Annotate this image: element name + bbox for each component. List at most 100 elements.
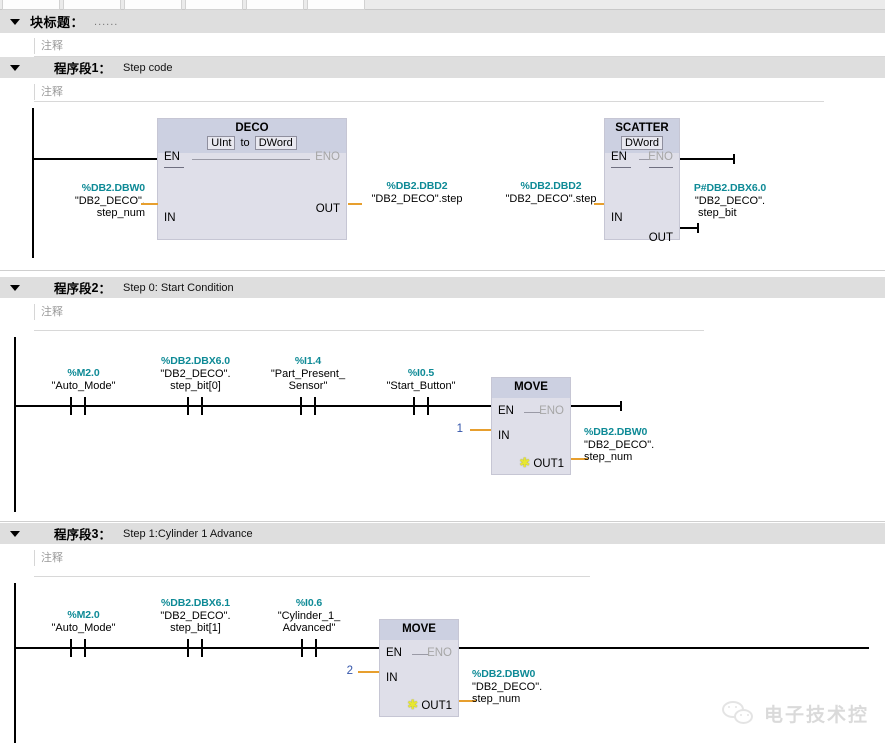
toolbar-button[interactable]: [246, 0, 304, 10]
move-out-name-2: step_num: [472, 693, 521, 705]
move-pin-in[interactable]: IN: [386, 672, 398, 684]
toolbar-button[interactable]: [307, 0, 365, 10]
block-comment-row[interactable]: 注释: [0, 34, 885, 58]
scatter-pin-eno[interactable]: ENO: [648, 151, 673, 163]
network-header-2[interactable]: 程序段 2 ： Step 0: Start Condition: [0, 277, 885, 299]
contact-label-2[interactable]: %DB2.DBX6.1 "DB2_DECO". step_bit[1]: [133, 597, 258, 635]
scatter-pin-en[interactable]: EN: [611, 151, 627, 163]
scatter-block-title: SCATTER: [605, 119, 679, 137]
contact-no-4[interactable]: [413, 397, 429, 415]
contact-label-4[interactable]: %I0.5 "Start_Button": [362, 367, 480, 392]
move-in-value-3[interactable]: 2: [346, 665, 353, 677]
contact-name-2: Sensor": [288, 380, 328, 392]
network-comment[interactable]: 注释: [34, 84, 63, 100]
scatter-pin-in[interactable]: IN: [611, 212, 623, 224]
contact-label-3[interactable]: %I1.4 "Part_Present_ Sensor": [248, 355, 368, 393]
deco-out-label[interactable]: %DB2.DBD2 "DB2_DECO".step: [362, 180, 472, 205]
move-block-2[interactable]: MOVE EN ENO IN ✱ OUT1: [491, 377, 571, 475]
network-colon: ：: [98, 282, 111, 296]
move-pin-en[interactable]: EN: [498, 405, 514, 417]
deco-pin-out[interactable]: OUT: [315, 203, 340, 215]
contact-no-1[interactable]: [70, 397, 86, 415]
contact-label-3[interactable]: %I0.6 "Cylinder_1_ Advanced": [248, 597, 370, 635]
network-comment-row-1[interactable]: 注释: [0, 80, 885, 104]
deco-pin-en[interactable]: EN: [164, 151, 180, 163]
contact-no-2[interactable]: [187, 397, 203, 415]
en-eno-bar: [412, 654, 428, 655]
toolbar-button[interactable]: [63, 0, 121, 10]
contact-label-1[interactable]: %M2.0 "Auto_Mode": [26, 367, 141, 392]
deco-type-from: UInt: [207, 136, 236, 150]
pin-underline: [649, 167, 673, 168]
network-comment[interactable]: 注释: [34, 550, 63, 566]
toolbar-button[interactable]: [124, 0, 182, 10]
network-number: 2: [91, 280, 99, 295]
network-subtitle: Step code: [122, 61, 173, 74]
contact-label-1[interactable]: %M2.0 "Auto_Mode": [26, 609, 141, 634]
contact-address: %I0.6: [295, 597, 323, 609]
pin-underline: [611, 167, 631, 168]
scatter-in-address: %DB2.DBD2: [520, 180, 582, 192]
contact-label-2[interactable]: %DB2.DBX6.0 "DB2_DECO". step_bit[0]: [133, 355, 258, 393]
deco-block[interactable]: DECO UInt to DWord EN ENO IN OUT: [157, 118, 347, 240]
watermark: 电子技术控: [721, 700, 869, 727]
move-pin-out[interactable]: ✱ OUT1: [407, 697, 452, 713]
deco-pin-eno[interactable]: ENO: [315, 151, 340, 163]
deco-pin-in[interactable]: IN: [164, 212, 176, 224]
move-out-name-2: step_num: [584, 451, 633, 463]
scatter-block[interactable]: SCATTER DWord EN ENO IN OUT: [604, 118, 680, 244]
contact-address: %DB2.DBX6.0: [161, 355, 230, 367]
move-pin-eno[interactable]: ENO: [427, 647, 452, 659]
scatter-in-label[interactable]: %DB2.DBD2 "DB2_DECO".step: [496, 180, 606, 205]
out-wire: [571, 458, 588, 460]
toolbar-button[interactable]: [2, 0, 60, 10]
move-pin-out[interactable]: ✱ OUT1: [519, 455, 564, 471]
network-header-1[interactable]: 程序段 1 ： Step code: [0, 57, 885, 79]
collapse-triangle-icon[interactable]: [10, 64, 20, 71]
asterisk-icon: ✱: [519, 455, 531, 470]
toolbar-strip[interactable]: [0, 0, 885, 10]
scatter-pin-out[interactable]: OUT: [648, 232, 673, 244]
divider: [34, 330, 704, 331]
deco-block-type: UInt to DWord: [158, 136, 346, 153]
rung-wire: [32, 158, 158, 160]
scatter-in-name: "DB2_DECO".step: [505, 192, 597, 205]
contact-address: %M2.0: [67, 367, 100, 379]
move-out-label-2[interactable]: %DB2.DBW0 "DB2_DECO". step_num: [584, 426, 694, 464]
en-eno-bar: [639, 159, 651, 160]
move-pin-in[interactable]: IN: [498, 430, 510, 442]
contact-name-1: "Part_Present_: [270, 367, 346, 380]
contact-no-2[interactable]: [187, 639, 203, 657]
move-pin-eno[interactable]: ENO: [539, 405, 564, 417]
contact-no-1[interactable]: [70, 639, 86, 657]
move-block-3[interactable]: MOVE EN ENO IN ✱ OUT1: [379, 619, 459, 717]
contact-no-3[interactable]: [300, 397, 316, 415]
scatter-out-name-2: step_bit: [698, 207, 737, 219]
contact-address: %I0.5: [407, 367, 435, 379]
network-header-3[interactable]: 程序段 3 ： Step 1:Cylinder 1 Advance: [0, 523, 885, 545]
collapse-triangle-icon[interactable]: [10, 530, 20, 537]
network-comment[interactable]: 注释: [34, 304, 63, 320]
network-label: 程序段: [54, 282, 92, 296]
network-subtitle: Step 1:Cylinder 1 Advance: [122, 527, 253, 540]
move-out-label-3[interactable]: %DB2.DBW0 "DB2_DECO". step_num: [472, 668, 582, 706]
move-in-value-2[interactable]: 1: [456, 423, 463, 435]
contact-name-2: step_bit[0]: [170, 380, 221, 392]
contact-no-3[interactable]: [301, 639, 317, 657]
network-comment-row-2[interactable]: 注释: [0, 300, 885, 324]
network-comment-row-3[interactable]: 注释: [0, 546, 885, 570]
network-body-3: %M2.0 "Auto_Mode" %DB2.DBX6.1 "DB2_DECO"…: [0, 579, 885, 745]
block-comment[interactable]: 注释: [34, 38, 63, 54]
collapse-triangle-icon[interactable]: [10, 18, 20, 25]
scatter-out-label[interactable]: P#DB2.DBX6.0 "DB2_DECO". step_bit: [660, 182, 800, 220]
asterisk-icon: ✱: [407, 697, 419, 712]
deco-out-address: %DB2.DBD2: [386, 180, 448, 192]
toolbar-button[interactable]: [185, 0, 243, 10]
rung-wire: [14, 405, 500, 407]
deco-in-label[interactable]: %DB2.DBW0 "DB2_DECO". step_num: [0, 182, 145, 220]
collapse-triangle-icon[interactable]: [10, 284, 20, 291]
move-pin-en[interactable]: EN: [386, 647, 402, 659]
rung-wire: [459, 647, 869, 649]
block-title-bar[interactable]: 块标题： ......: [0, 10, 885, 34]
move-out-address: %DB2.DBW0: [472, 668, 536, 680]
